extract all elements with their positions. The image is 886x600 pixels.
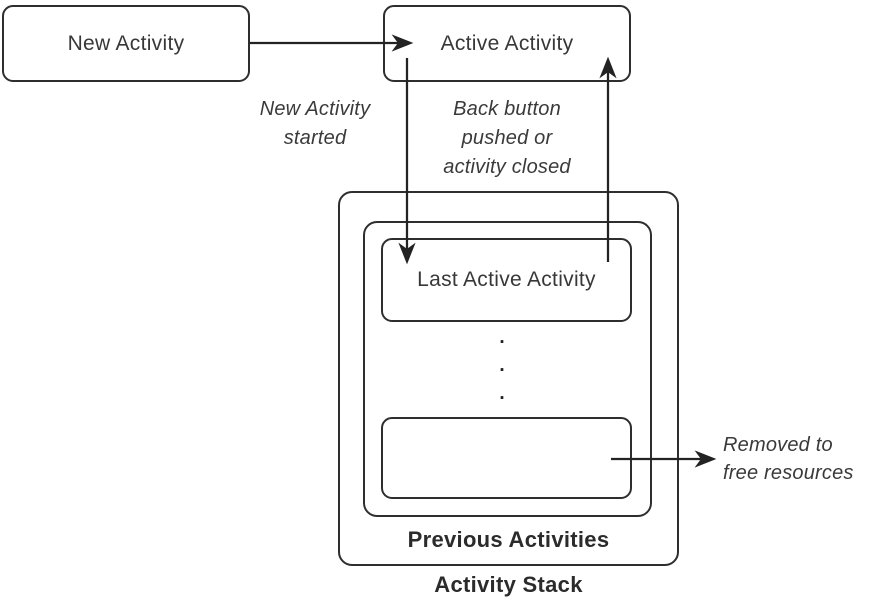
active-activity-node: Active Activity <box>383 5 631 82</box>
last-active-activity-label: Last Active Activity <box>417 268 596 291</box>
annotation-removed-to-free-resources: Removed to free resources <box>723 434 854 484</box>
last-active-activity-node: Last Active Activity <box>381 238 632 322</box>
annotation-new-activity-started: New Activity started <box>259 98 371 149</box>
new-activity-label: New Activity <box>67 31 185 55</box>
removed-activity-node <box>381 417 632 499</box>
annotation-back-button: Back button pushed or activity closed <box>443 98 571 178</box>
active-activity-label: Active Activity <box>440 31 574 55</box>
previous-activities-label: Previous Activities <box>407 527 610 552</box>
new-activity-node: New Activity <box>2 5 250 82</box>
stack-ellipsis-dots: . . . <box>499 327 505 404</box>
activity-stack-label: Activity Stack <box>434 572 583 597</box>
